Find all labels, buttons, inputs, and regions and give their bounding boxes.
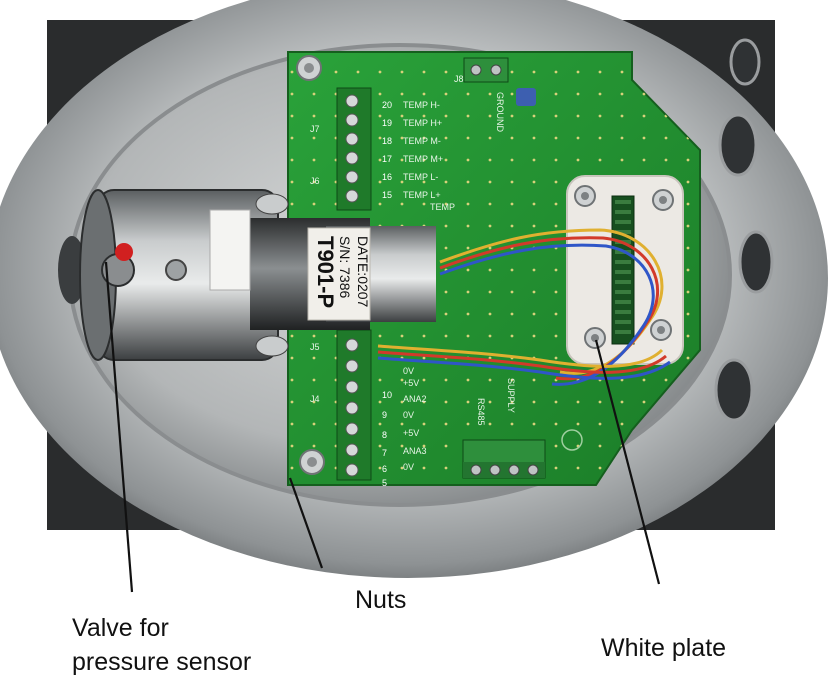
term-num: 5 (382, 478, 387, 488)
housing-left-hole (58, 236, 86, 304)
pointer-lines (104, 261, 661, 593)
term-num: 16 (382, 172, 392, 182)
photo: 20 19 18 17 16 15 TEMP H- TEMP H+ TEMP M… (0, 0, 828, 593)
term-text: TEMP M- (403, 136, 441, 146)
term-num: 9 (382, 410, 387, 420)
pressure-sensor: T901-P S/N: 7386 DATE:0207 (79, 189, 436, 361)
sensor-label-line2: S/N: 7386 (337, 236, 353, 298)
term-num: 10 (382, 390, 392, 400)
term-num: 6 (382, 464, 387, 474)
connector-j8: J8 (454, 74, 464, 84)
term-num: 15 (382, 190, 392, 200)
nuts-pointer-line (288, 477, 324, 569)
term-text: ANA2 (403, 394, 427, 404)
term-num: 17 (382, 154, 392, 164)
term-text: TEMP L- (403, 172, 438, 182)
ground-label: GROUND (495, 92, 505, 132)
ground-connector (463, 57, 536, 106)
supply-connector (462, 439, 546, 479)
term-text: ANA3 (403, 446, 427, 456)
housing-holes (714, 38, 774, 422)
white-plate (566, 175, 684, 365)
term-text: +5V (403, 378, 419, 388)
term-text: +5V (403, 428, 419, 438)
terminal-block-lower (336, 329, 372, 481)
term-num: 20 (382, 100, 392, 110)
connector-j4: J4 (310, 394, 320, 404)
valve-label-line1: Valve for (72, 614, 169, 642)
valve-label-line2: pressure sensor (72, 648, 252, 676)
rs485-label: RS485 (476, 398, 486, 426)
nuts-label: Nuts (355, 586, 407, 614)
white-plate-label: White plate (601, 634, 727, 662)
term-num: 8 (382, 430, 387, 440)
term-text: TEMP H- (403, 100, 440, 110)
term-text: 0V (403, 366, 414, 376)
term-text: TEMP H+ (403, 118, 442, 128)
term-text: 0V (403, 410, 414, 420)
valve-pointer-line (104, 261, 134, 593)
sensor-label-line1: T901-P (313, 236, 338, 308)
terminal-labels-lower: 10 9 8 7 6 5 0V +5V ANA2 0V +5V ANA3 0V … (382, 366, 516, 488)
term-num: 7 (382, 448, 387, 458)
connector-j5: J5 (310, 342, 320, 352)
board-nuts (296, 55, 583, 475)
sensor-label-line3: DATE:0207 (355, 236, 371, 308)
term-text: 0V (403, 462, 414, 472)
sensor-wires (377, 228, 671, 386)
connector-j6: J6 (310, 176, 320, 186)
terminal-labels-upper: 20 19 18 17 16 15 TEMP H- TEMP H+ TEMP M… (310, 74, 505, 404)
term-text: TEMP M+ (403, 154, 443, 164)
supply-label: SUPPLY (506, 378, 516, 413)
term-text: TEMP L+ (403, 190, 441, 200)
term-num: 19 (382, 118, 392, 128)
connector-j7: J7 (310, 124, 320, 134)
temp-label: TEMP (430, 202, 455, 212)
term-num: 18 (382, 136, 392, 146)
white-plate-pointer-line (594, 339, 661, 585)
terminal-block-upper (336, 87, 372, 211)
